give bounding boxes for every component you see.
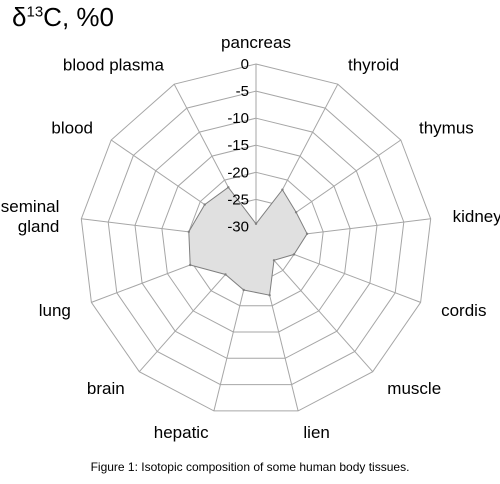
category-label-2: thymus bbox=[419, 119, 474, 138]
grid-ring-2 bbox=[134, 117, 378, 359]
chart-title: δ13C, %0 bbox=[12, 2, 114, 32]
data-point-6 bbox=[268, 294, 271, 297]
grid-ring-4 bbox=[188, 171, 324, 307]
data-point-12 bbox=[227, 186, 230, 189]
tick-label-1: -5 bbox=[236, 83, 249, 100]
data-point-5 bbox=[272, 259, 276, 262]
data-point-8 bbox=[224, 273, 227, 276]
spoke-5 bbox=[255, 239, 374, 373]
tick-label-6: -30 bbox=[227, 219, 249, 236]
category-label-1: thyroid bbox=[348, 56, 399, 75]
category-label-3: kidney bbox=[453, 207, 500, 226]
data-point-4 bbox=[292, 253, 296, 256]
category-label-4: cordis bbox=[441, 301, 486, 320]
category-label-8: brain bbox=[87, 379, 125, 398]
tick-label-5: -25 bbox=[227, 191, 249, 208]
category-label-6: lien bbox=[303, 423, 329, 442]
data-point-10 bbox=[187, 230, 190, 233]
grid-ring-1 bbox=[107, 90, 405, 386]
data-point-0 bbox=[254, 222, 258, 225]
category-label-0: pancreas bbox=[221, 33, 291, 52]
data-point-3 bbox=[305, 232, 309, 235]
category-label-11: blood bbox=[51, 119, 93, 138]
data-point-11 bbox=[203, 203, 206, 206]
data-point-1 bbox=[281, 188, 284, 191]
grid-ring-3 bbox=[161, 144, 351, 333]
category-label-12: blood plasma bbox=[63, 56, 165, 75]
tick-label-3: -15 bbox=[227, 137, 249, 154]
tick-label-4: -20 bbox=[227, 164, 249, 181]
data-point-2 bbox=[294, 211, 298, 214]
data-point-9 bbox=[189, 263, 192, 267]
category-label-7: hepatic bbox=[154, 423, 209, 442]
tick-label-2: -10 bbox=[227, 110, 249, 127]
data-point-7 bbox=[242, 288, 245, 292]
category-label-9: lung bbox=[39, 301, 71, 320]
figure-caption: Figure 1: Isotopic composition of some h… bbox=[90, 460, 410, 474]
tick-label-0: 0 bbox=[241, 56, 249, 73]
data-area bbox=[188, 186, 308, 296]
category-label-5: muscle bbox=[387, 379, 441, 398]
grid-ring-0 bbox=[80, 63, 432, 412]
